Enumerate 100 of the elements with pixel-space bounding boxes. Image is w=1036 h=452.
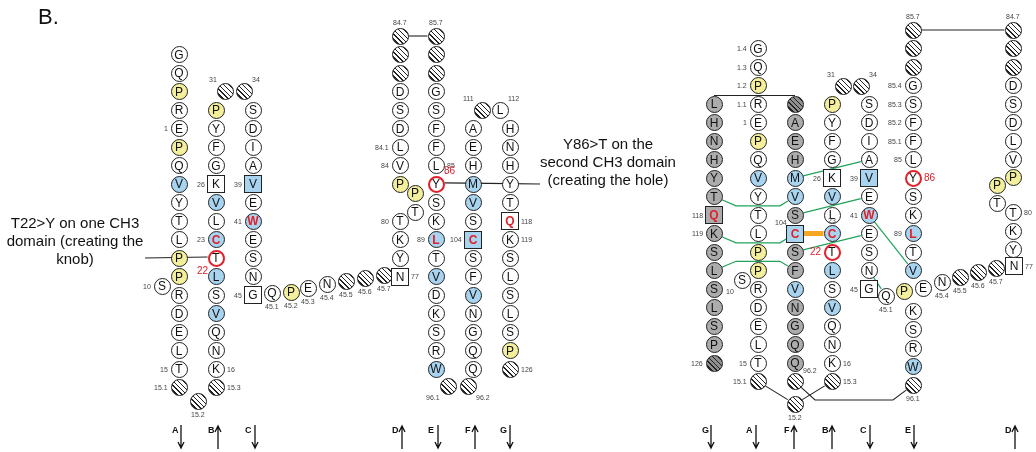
hatched-circle <box>459 377 477 395</box>
residue-circle: V <box>464 286 482 304</box>
residue-circle: R <box>749 280 767 298</box>
residue-circle: Q <box>749 151 767 168</box>
hatched-circle <box>337 272 355 290</box>
residue-circle: T <box>207 249 225 267</box>
residue-circle: G <box>786 317 804 335</box>
residue-circle: Q <box>170 64 188 82</box>
residue-circle: P <box>170 83 188 100</box>
residue-circle: E <box>299 279 317 297</box>
residue-circle: P <box>749 77 767 94</box>
hatched-circle <box>823 373 841 390</box>
residue-circle: Q <box>170 157 188 174</box>
connecting-line <box>764 385 789 401</box>
residue-circle: Q <box>263 284 281 302</box>
residue-circle: S <box>244 249 262 267</box>
residue-circle: S <box>427 101 445 119</box>
residue-circle: N <box>705 132 723 150</box>
residue-circle: L <box>705 262 723 279</box>
residue-circle: T <box>749 354 767 372</box>
residue-circle: E <box>860 225 878 242</box>
strand-label: G <box>702 426 709 435</box>
hatched-circle <box>189 392 207 410</box>
residue-circle: Q <box>877 287 895 305</box>
annotation-text: Y86>T on the second CH3 domain (creating the hole) <box>540 135 676 189</box>
residue-circle: A <box>860 151 878 168</box>
strand-label: D <box>1005 426 1012 435</box>
residue-circle: S <box>1004 95 1022 113</box>
residue-circle: D <box>1004 77 1022 94</box>
residue-square: G <box>860 280 878 298</box>
residue-circle: S <box>904 188 922 205</box>
connecting-line <box>803 231 824 236</box>
residue-circle: R <box>170 101 188 119</box>
residue-circle: S <box>705 243 723 261</box>
residue-circle: M <box>464 175 482 193</box>
residue-circle: Y <box>501 175 519 193</box>
residue-circle: P <box>207 101 225 119</box>
leader-line <box>443 182 541 185</box>
residue-circle: L <box>705 95 723 113</box>
connecting-line <box>802 235 862 251</box>
residue-circle: P <box>749 132 767 150</box>
residue-circle: E <box>464 138 482 156</box>
residue-circle: K <box>705 225 723 242</box>
residue-circle: Q <box>786 354 804 372</box>
residue-circle: G <box>170 46 188 63</box>
residue-circle: E <box>860 188 878 205</box>
connecting-line <box>873 221 909 265</box>
hatched-circle <box>1004 40 1022 57</box>
residue-circle: C <box>207 231 225 248</box>
residue-circle: Y <box>427 175 445 193</box>
strand-label: E <box>905 426 911 435</box>
hatched-circle <box>473 101 491 119</box>
residue-circle: T <box>170 212 188 230</box>
hatched-circle <box>904 21 922 39</box>
residue-circle: S <box>733 271 751 289</box>
residue-circle: V <box>207 194 225 211</box>
residue-circle: V <box>749 169 767 187</box>
hatched-circle <box>987 259 1005 277</box>
connecting-line <box>721 199 789 207</box>
residue-circle: D <box>170 305 188 322</box>
residue-circle: L <box>501 268 519 285</box>
residue-circle: F <box>904 114 922 131</box>
residue-circle: N <box>501 138 519 156</box>
residue-circle: P <box>501 342 519 359</box>
residue-circle: D <box>244 120 262 137</box>
residue-square: V <box>860 169 878 187</box>
residue-circle: Q <box>207 323 225 341</box>
residue-circle: G <box>823 151 841 168</box>
residue-circle: D <box>749 299 767 316</box>
residue-circle: S <box>860 95 878 113</box>
residue-circle: Y <box>823 114 841 131</box>
hatched-circle <box>705 354 723 372</box>
hatched-circle <box>427 64 445 82</box>
annotation-text: T22>Y on one CH3 domain (creating the knob) <box>5 214 145 268</box>
hatched-circle <box>786 373 804 390</box>
residue-circle: K <box>427 305 445 322</box>
connecting-line <box>713 94 796 97</box>
residue-circle: S <box>904 95 922 113</box>
residue-circle: C <box>823 225 841 242</box>
hatched-circle <box>786 395 804 413</box>
residue-circle: H <box>501 157 519 174</box>
residue-circle: K <box>823 354 841 372</box>
residue-circle: S <box>501 323 519 341</box>
hatched-circle <box>427 46 445 63</box>
residue-circle: L <box>904 225 922 242</box>
residue-circle: S <box>464 212 482 230</box>
residue-circle: D <box>391 83 409 100</box>
residue-circle: V <box>823 299 841 316</box>
residue-circle: Q <box>464 342 482 359</box>
position-number: 86 <box>924 173 936 183</box>
residue-circle: Y <box>904 169 922 187</box>
hatched-circle <box>951 268 969 286</box>
residue-circle: N <box>823 336 841 353</box>
residue-circle: S <box>705 317 723 335</box>
residue-circle: K <box>427 212 445 230</box>
strand-label: A <box>746 426 753 435</box>
residue-circle: H <box>501 120 519 137</box>
residue-circle: N <box>786 299 804 316</box>
residue-circle: S <box>705 280 723 298</box>
residue-circle: P <box>895 282 913 300</box>
